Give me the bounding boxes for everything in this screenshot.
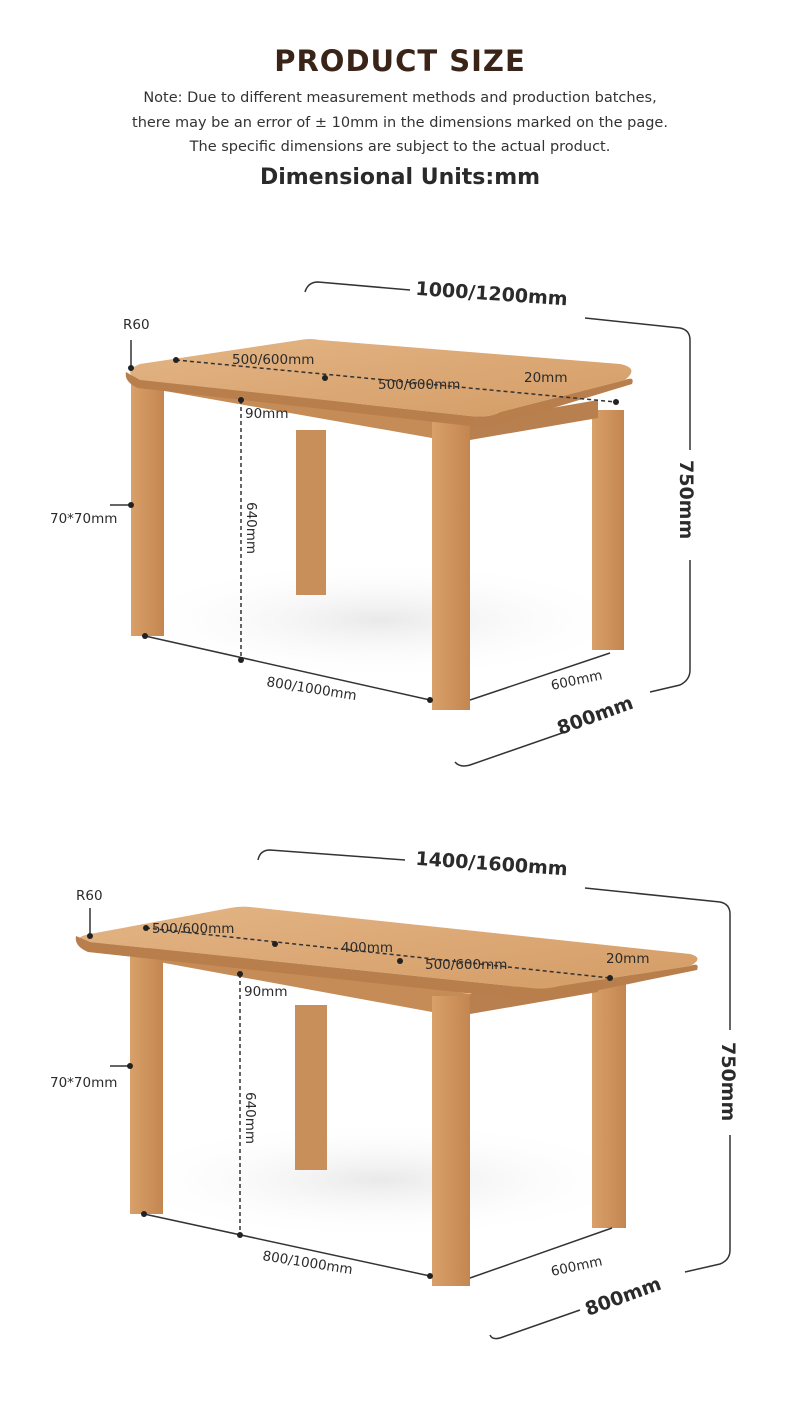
back-leg-left — [295, 1005, 327, 1170]
depth-label: 800mm — [582, 1273, 664, 1321]
tabletop-edge — [125, 372, 633, 427]
back-leg-left — [296, 430, 326, 595]
table-diagram-extended: 1400/1600mm 750mm 800mm R60 500/600mm 40… — [50, 848, 739, 1340]
top-thickness-label: 20mm — [606, 951, 649, 967]
leg-span-depth-label: 600mm — [550, 667, 604, 693]
apron-height-label: 90mm — [244, 984, 287, 1000]
page-title: PRODUCT SIZE — [274, 44, 526, 78]
top-thickness-label: 20mm — [524, 370, 567, 386]
floor-shadow — [110, 1120, 650, 1240]
measurement-note: Note: Due to different measurement metho… — [0, 86, 800, 160]
front-leg-right — [432, 996, 470, 1286]
note-line-3: The specific dimensions are subject to t… — [189, 139, 611, 155]
apron-height-label: 90mm — [245, 406, 288, 422]
note-line-2: there may be an error of ± 10mm in the d… — [132, 114, 668, 131]
top-segment-right-label: 500/600mm — [425, 957, 507, 973]
overall-length-label: 1000/1200mm — [415, 278, 568, 311]
height-label: 750mm — [717, 1042, 739, 1121]
corner-radius-label: R60 — [123, 317, 150, 333]
note-line-1: Note: Due to different measurement metho… — [143, 90, 657, 106]
top-segment-left-label: 500/600mm — [152, 921, 234, 937]
leg-height-label: 640mm — [243, 502, 259, 554]
back-leg-right — [592, 410, 624, 650]
table-diagram-closed: 1000/1200mm 750mm 800mm R60 500/600mm 50… — [50, 278, 697, 767]
tabletop — [80, 906, 698, 989]
depth-label: 800mm — [554, 692, 636, 740]
front-leg-right — [432, 422, 470, 710]
top-segment-right-label: 500/600mm — [378, 377, 460, 393]
apron-side — [470, 400, 598, 440]
units-heading: Dimensional Units:mm — [259, 165, 541, 190]
tabletop — [130, 339, 632, 417]
floor-shadow — [120, 560, 640, 680]
leg-span-length-label: 800/1000mm — [261, 1248, 353, 1278]
front-leg-left — [131, 378, 164, 636]
front-leg-left — [130, 952, 163, 1214]
height-label: 750mm — [675, 460, 697, 539]
overall-length-label: 1400/1600mm — [415, 848, 568, 881]
corner-radius-label: R60 — [76, 888, 103, 904]
leg-section-label: 70*70mm — [50, 1075, 117, 1091]
top-segment-left-label: 500/600mm — [232, 352, 314, 368]
back-leg-right — [592, 982, 626, 1228]
leg-span-depth-label: 600mm — [550, 1253, 604, 1279]
leg-height-label: 640mm — [242, 1092, 258, 1144]
top-segment-middle-label: 400mm — [341, 940, 393, 956]
leg-section-label: 70*70mm — [50, 511, 117, 527]
